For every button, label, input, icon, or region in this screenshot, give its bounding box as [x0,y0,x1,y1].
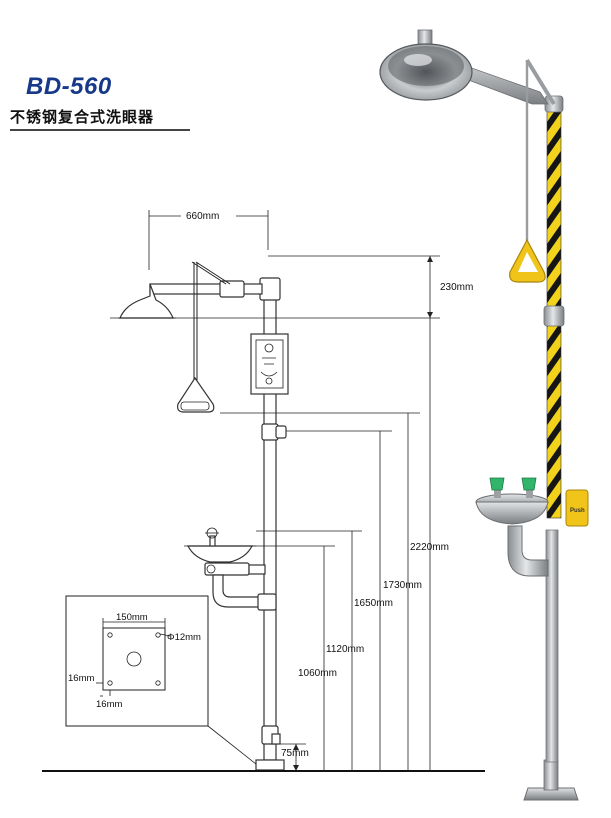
dim-hole: Φ12mm [167,632,201,643]
push-label: Push [570,508,585,514]
dimension-lines [110,210,440,771]
photo-drain-pipe [507,525,549,577]
dim-2220: 2220mm [410,542,449,553]
dim-1060: 1060mm [298,668,337,679]
dim-1120: 1120mm [326,644,364,655]
photo-push-paddle [565,489,589,527]
base-plate-drawing [255,759,285,771]
photo-lower-pipe [545,529,559,763]
product-photo [379,29,589,801]
product-subtitle: 不锈钢复合式洗眼器 [10,108,155,126]
dim-230: 230mm [440,282,473,293]
shower-arm-drawing [149,283,263,295]
pipe-top-joint [259,277,281,301]
dim-1650: 1650mm [354,598,393,609]
dim-660: 660mm [186,211,219,222]
line-drawing [42,261,485,772]
dim-75: 75mm [281,748,309,759]
dim-edge-bottom: 16mm [96,699,122,710]
photo-nozzle-right [521,477,537,491]
dim-1730: 1730mm [383,580,422,591]
pull-handle-drawing [177,376,215,413]
base-plate-inset [65,595,257,765]
title-underline [10,129,190,131]
dim-150: 150mm [116,612,148,623]
photo-base-foot [523,787,579,801]
drain-pipe-drawing [212,574,263,608]
model-title: BD-560 [26,73,112,100]
base-square [102,627,166,691]
dim-edge-left: 16mm [68,673,94,684]
shower-valve-drawing [219,280,245,298]
bowl-drawing [187,545,253,563]
photo-nozzle-left [489,477,505,491]
